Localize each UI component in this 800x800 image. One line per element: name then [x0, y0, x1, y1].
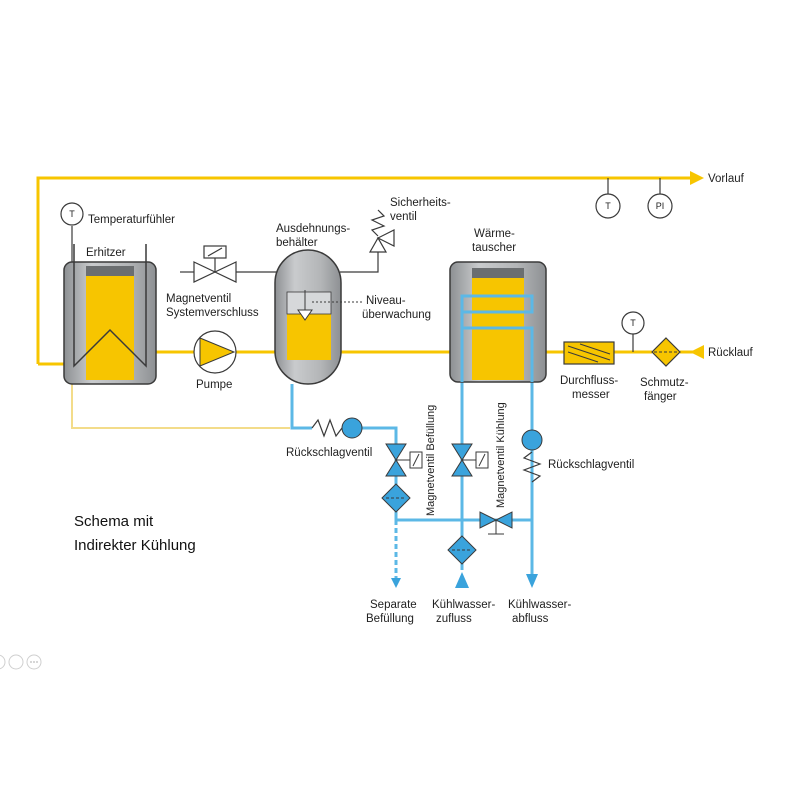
expansion-tank-fill	[287, 314, 331, 360]
cooling-valve-actuator-mark	[478, 453, 486, 467]
label-magnetventil-1: Magnetventil	[166, 293, 231, 305]
separate-fill-arrow	[391, 578, 401, 588]
flow-meter-mark-2	[567, 351, 599, 363]
label-separate-2: Befüllung	[366, 613, 414, 625]
check-valve-right	[521, 429, 543, 483]
fill-valve-bottom	[385, 459, 407, 477]
return-temp-symbol	[621, 311, 645, 335]
ruecklauf-arrow	[690, 345, 704, 359]
bypass-line	[71, 384, 290, 429]
bypass-valve	[479, 511, 513, 535]
safety-valve-body-side	[376, 229, 395, 247]
line-expansion-to-check	[290, 384, 312, 430]
cooling-solenoid-valve	[451, 443, 489, 477]
heater-fill	[86, 276, 134, 380]
return-temp-letter: T	[630, 318, 636, 328]
vorlauf-temp-letter: T	[605, 201, 611, 211]
label-sicherheit-2: ventil	[390, 211, 417, 223]
fill-strainer	[381, 483, 411, 513]
label-durchfluss-2: messer	[572, 389, 610, 401]
cooling-valve-bottom	[451, 459, 473, 477]
label-pumpe: Pumpe	[196, 379, 232, 391]
label-waerme-2: tauscher	[472, 242, 516, 254]
kuehlwasser-abfluss-arrow	[526, 574, 538, 588]
cooling-valve-top	[451, 443, 473, 461]
fill-valve-actuator-mark	[412, 453, 420, 467]
label-sicherheit-1: Sicherheits-	[390, 197, 451, 209]
check-valve-right-ball	[521, 429, 543, 451]
label-rueckschlag-left: Rückschlagventil	[286, 447, 372, 459]
label-rueckschlag-right: Rückschlagventil	[548, 459, 634, 471]
label-kuehl-zu-2: zufluss	[436, 613, 472, 625]
vorlauf-arrow	[690, 171, 704, 185]
vorlauf-temp-symbol	[595, 193, 621, 219]
label-magnetventil-2: Systemverschluss	[166, 307, 259, 319]
bypass-valve-left	[479, 511, 498, 529]
pressure-gauge-letters: PI	[656, 201, 665, 211]
label-niveau-2: überwachung	[362, 309, 431, 321]
flow-meter-mark-3	[579, 343, 611, 355]
heat-exchanger-fill-top	[472, 268, 524, 278]
label-durchfluss-1: Durchfluss-	[560, 375, 618, 387]
safety-valve-pipe	[340, 250, 379, 273]
safety-valve-body-bottom	[368, 236, 388, 253]
label-kuehl-zu-1: Kühlwasser-	[432, 599, 495, 611]
label-waerme-1: Wärme-	[474, 228, 515, 240]
label-separate-1: Separate	[370, 599, 417, 611]
valve-body-right	[213, 261, 237, 283]
strainer	[651, 337, 681, 367]
safety-valve-spring	[370, 209, 386, 237]
heater-fill-top	[86, 266, 134, 276]
check-valve-right-spring	[522, 451, 542, 483]
vorlauf-line	[36, 176, 694, 364]
label-schmutz-2: fänger	[644, 391, 677, 403]
flow-meter	[563, 341, 615, 365]
label-ausdehnung-1: Ausdehnungs-	[276, 223, 350, 235]
caption-line-1: Schema mit	[74, 513, 154, 530]
heater-element	[73, 244, 147, 368]
safety-valve	[340, 209, 395, 273]
flow-meter-mark-1	[567, 345, 611, 361]
label-vorlauf: Vorlauf	[708, 173, 745, 185]
label-kuehl-ab-2: abfluss	[512, 613, 549, 625]
inlet-strainer	[447, 535, 477, 565]
fill-solenoid-valve	[385, 443, 423, 477]
solenoid-valve-system	[180, 245, 284, 283]
label-mv-kuehlung: Magnetventil Kühlung	[495, 402, 507, 508]
label-kuehl-ab-1: Kühlwasser-	[508, 599, 571, 611]
label-ruecklauf: Rücklauf	[708, 347, 754, 359]
hot-water-piping	[36, 176, 704, 366]
heater-erhitzer	[63, 244, 157, 385]
check-valve-left	[311, 417, 363, 439]
label-ausdehnung-2: behälter	[276, 237, 318, 249]
valve-body-left	[193, 261, 217, 283]
label-niveau-1: Niveau-	[366, 295, 406, 307]
pressure-gauge-symbol	[647, 193, 673, 219]
fill-valve-top	[385, 443, 407, 461]
more-options-icon	[0, 654, 42, 670]
temp-sensor-letter: T	[69, 209, 75, 219]
valve-actuator-mark	[207, 247, 223, 257]
bypass-valve-right	[494, 511, 513, 529]
more-options-button[interactable]	[0, 652, 48, 677]
expansion-tank	[274, 249, 342, 385]
pump	[193, 330, 237, 374]
heat-exchanger	[449, 261, 547, 383]
check-valve-left-ball	[341, 417, 363, 439]
check-valve-left-spring	[311, 418, 343, 438]
temp-sensor-symbol	[60, 202, 84, 226]
cooling-coil	[460, 294, 534, 382]
kuehlwasser-zufluss-arrow	[455, 572, 469, 588]
label-temperaturfuehler: Temperaturfühler	[88, 214, 175, 226]
pump-triangle	[199, 337, 236, 367]
label-erhitzer: Erhitzer	[86, 247, 126, 259]
label-schmutz-1: Schmutz-	[640, 377, 689, 389]
label-mv-befuellung: Magnetventil Befüllung	[425, 405, 437, 516]
caption-line-2: Indirekter Kühlung	[74, 537, 196, 554]
